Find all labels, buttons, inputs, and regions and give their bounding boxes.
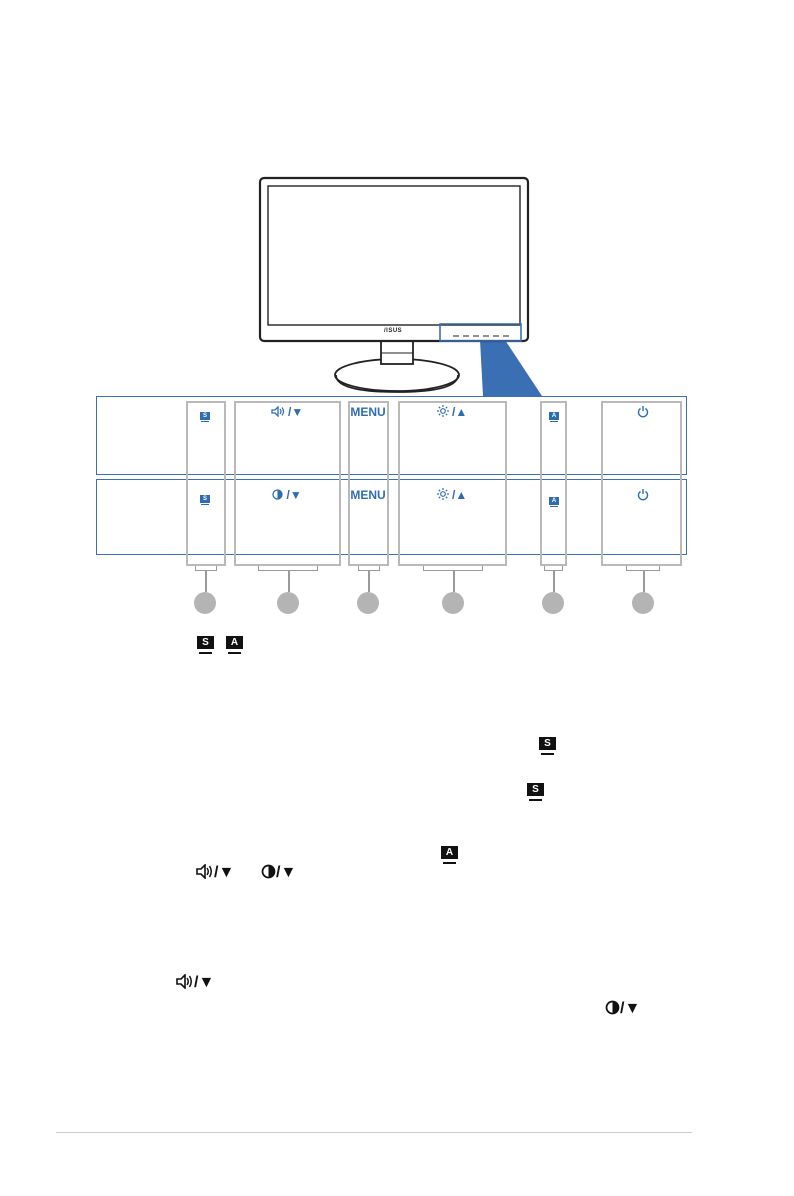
- stem-3: [368, 570, 370, 592]
- callout-circle-3: [357, 592, 379, 614]
- stem-6: [643, 570, 645, 592]
- button-box-2: [234, 401, 341, 566]
- inline-auto-glyph: A: [226, 632, 243, 654]
- callout-circle-4: [442, 592, 464, 614]
- callout-circle-2: [277, 592, 299, 614]
- inline-splendid-glyph: S: [539, 733, 556, 755]
- button-panel-bottom: [96, 479, 687, 555]
- button-panel-top: [96, 396, 687, 475]
- stem-1: [205, 570, 207, 592]
- button-box-5: [540, 401, 567, 566]
- inline-auto-glyph: A: [441, 842, 458, 864]
- menu-button-label[interactable]: MENU: [350, 488, 386, 502]
- zoom-highlight: [439, 323, 522, 342]
- splendid-icon[interactable]: S: [199, 489, 211, 505]
- inline-contrast-down-glyph: /▼: [605, 1000, 640, 1018]
- callout-circle-1: [194, 592, 216, 614]
- brightness-up-button-label[interactable]: /▲: [427, 488, 477, 502]
- brightness-icon: [436, 405, 452, 419]
- contrast-down-button-label[interactable]: /▼: [262, 488, 312, 502]
- triangle-up-icon: ▲: [455, 405, 468, 419]
- monitor-neck: [380, 339, 414, 365]
- callout-circle-6: [632, 592, 654, 614]
- stem-5: [553, 570, 555, 592]
- button-box-4: [398, 401, 507, 566]
- button-box-1: [186, 401, 226, 566]
- zoom-callout-triangle: [480, 340, 542, 396]
- stem-4: [453, 570, 455, 592]
- menu-button-label[interactable]: MENU: [350, 405, 386, 419]
- inline-splendid-glyph: S: [197, 632, 214, 654]
- splendid-icon[interactable]: S: [199, 406, 211, 422]
- auto-adjust-icon[interactable]: A: [548, 406, 560, 422]
- triangle-down-icon: ▼: [291, 405, 304, 419]
- callout-circle-5: [542, 592, 564, 614]
- volume-icon: [271, 405, 288, 419]
- triangle-up-icon: ▲: [455, 488, 468, 502]
- inline-splendid-glyph: S: [527, 779, 544, 801]
- monitor-brand-logo: /ISUS: [384, 328, 403, 334]
- volume-down-button-label[interactable]: /▼: [262, 405, 312, 419]
- inline-volume-down-glyph: /▼: [196, 863, 234, 882]
- stem-2: [288, 570, 290, 592]
- contrast-icon: [272, 488, 286, 502]
- button-box-6: [601, 401, 682, 566]
- triangle-down-icon: ▼: [289, 488, 302, 502]
- inline-contrast-down-glyph: /▼: [261, 864, 296, 882]
- footer-rule: [56, 1132, 692, 1133]
- button-box-3: [348, 401, 389, 566]
- monitor-screen: [267, 185, 521, 326]
- brightness-icon: [436, 488, 452, 502]
- auto-adjust-icon[interactable]: A: [548, 491, 560, 507]
- monitor-illustration: [258, 176, 542, 396]
- power-icon[interactable]: [636, 405, 650, 421]
- power-icon[interactable]: [636, 488, 650, 504]
- inline-volume-down-glyph: /▼: [176, 973, 214, 992]
- brightness-up-button-label[interactable]: /▲: [427, 405, 477, 419]
